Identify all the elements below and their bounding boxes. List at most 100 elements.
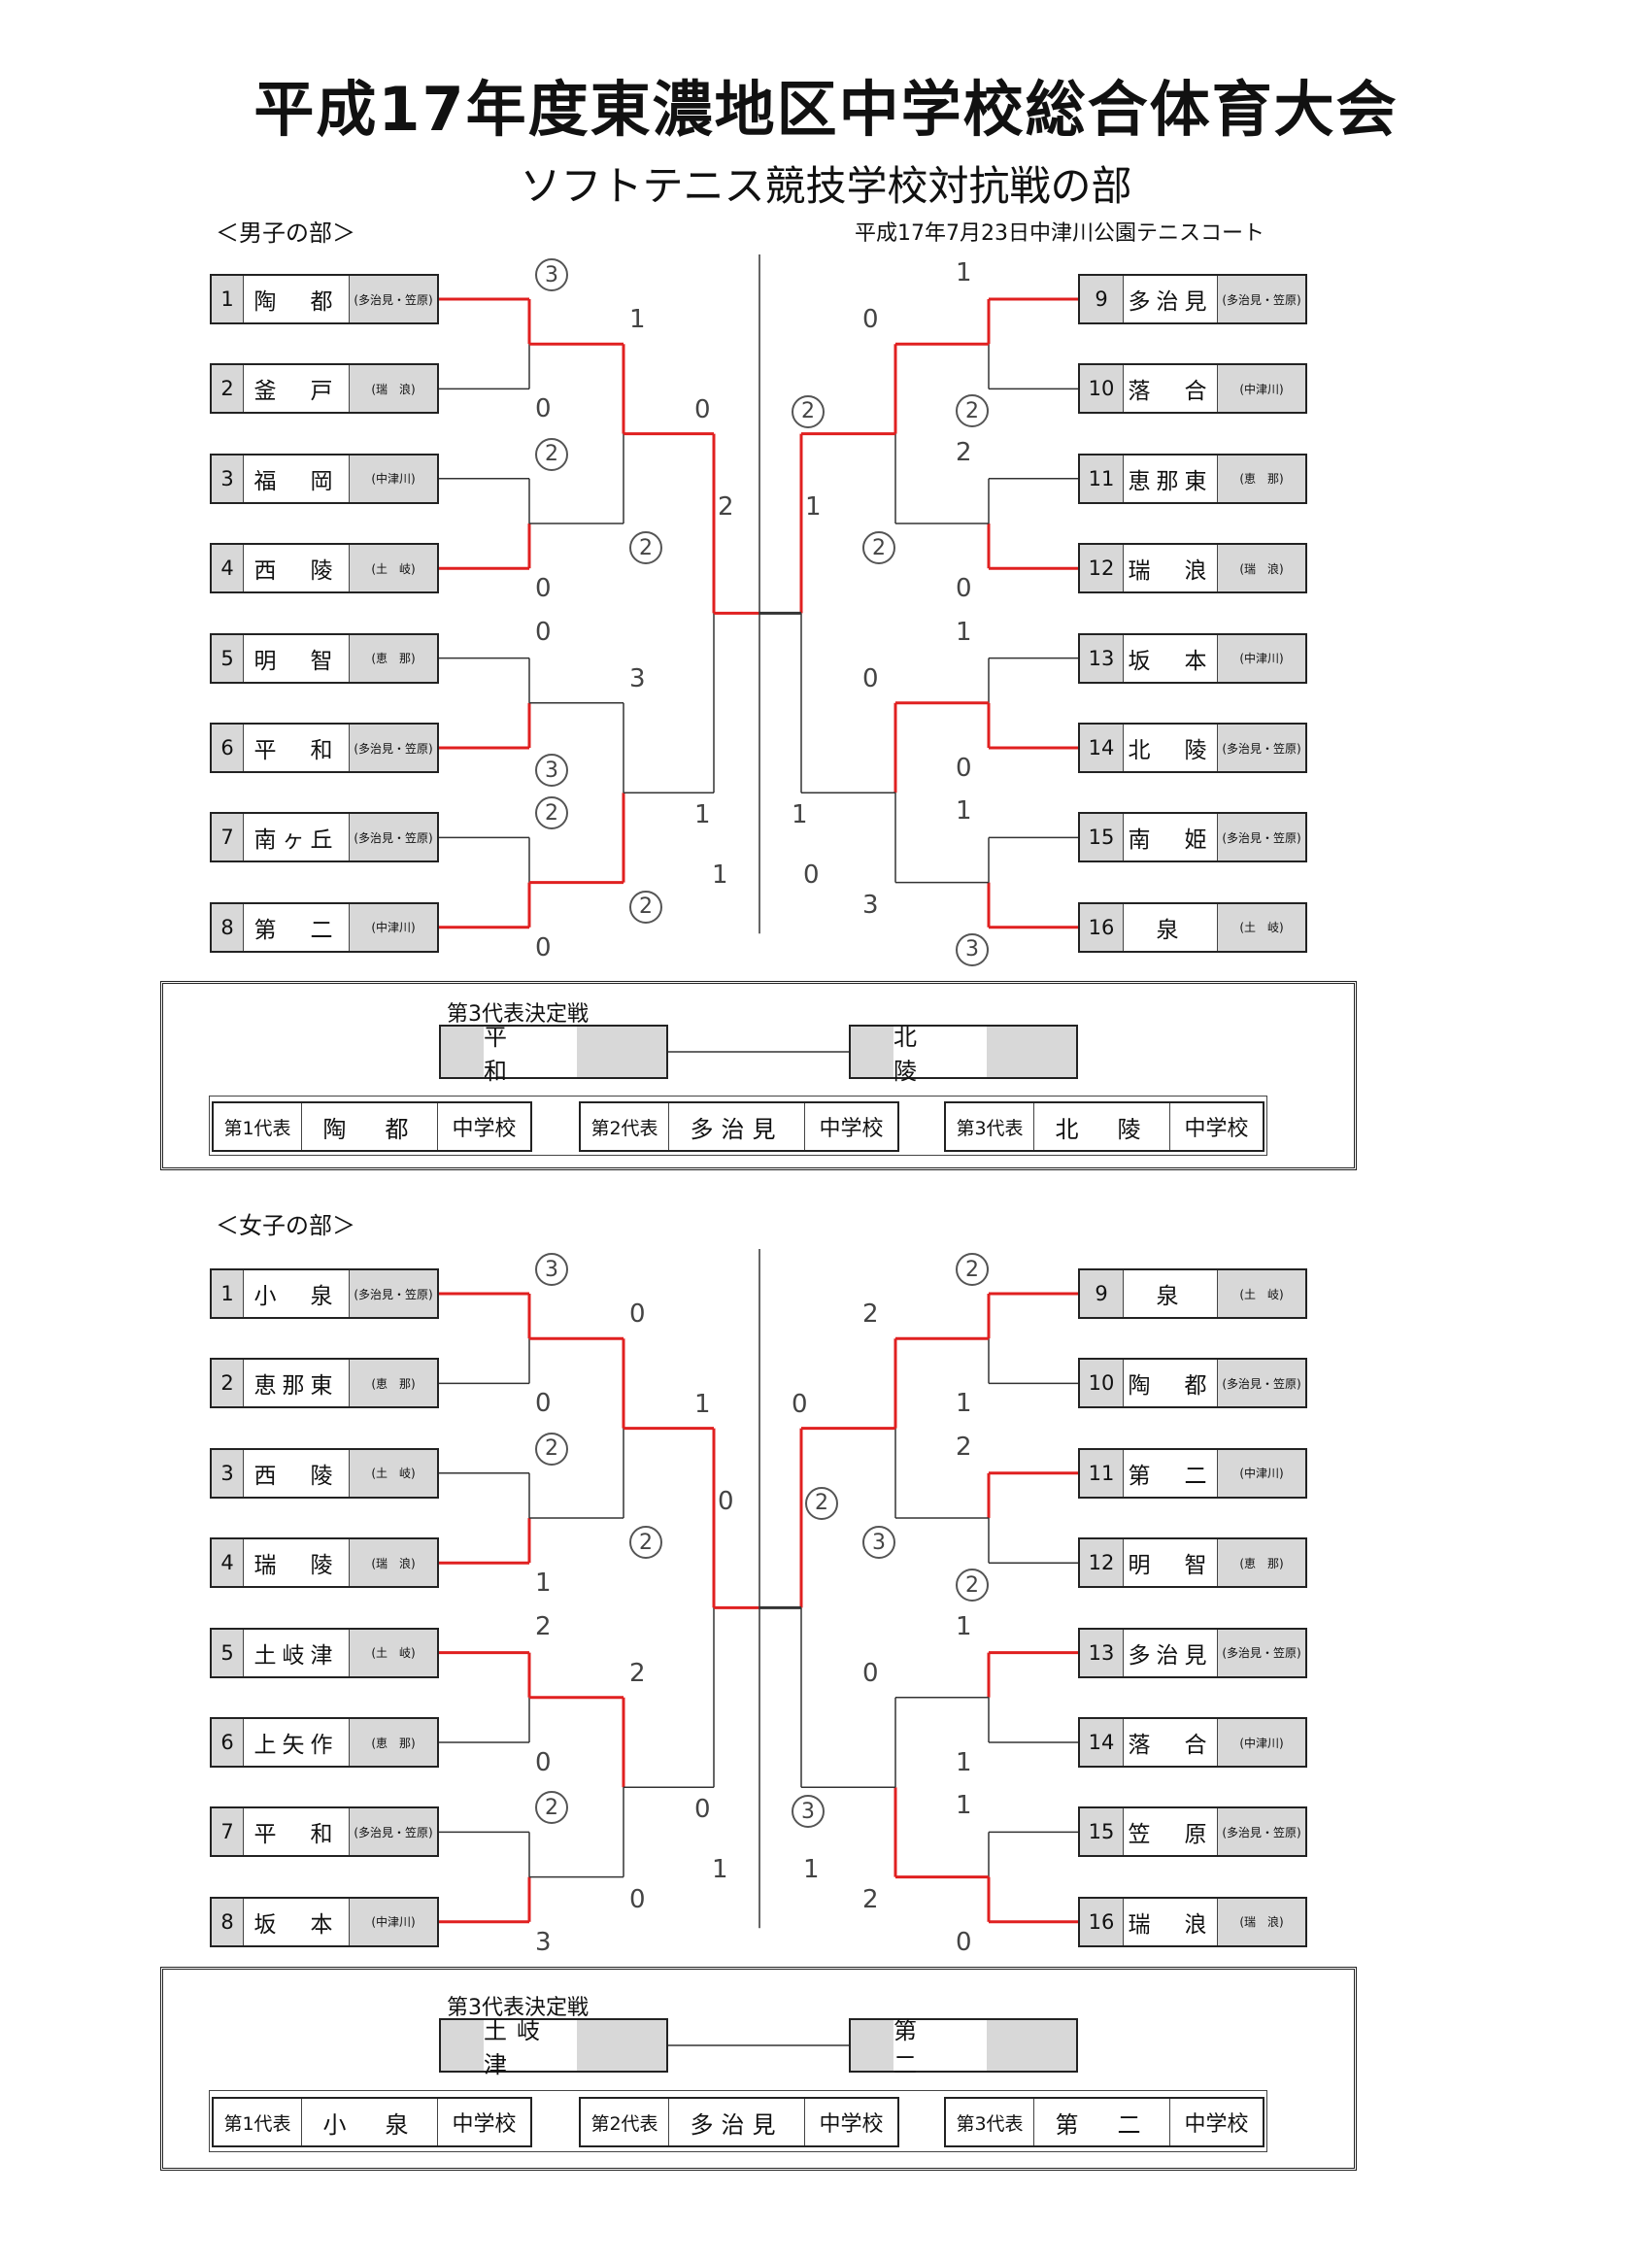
score-mark: 0 [803,861,820,891]
score-mark: 1 [629,305,646,335]
team-name: 瑞 浪 [1128,1911,1213,1938]
girls-result-box [160,1967,1357,2171]
score-mark: 0 [956,754,972,783]
score-mark: 1 [956,1611,972,1641]
score-mark: 2 [862,1299,879,1330]
score-mark: 0 [862,663,879,693]
team-number: 13 [1080,634,1124,682]
score-mark: 2 [535,1611,552,1641]
girls-playoff-right: 第 二 [849,2017,1078,2078]
team-name: 南 姫 [1128,827,1213,854]
team-name: 平 和 [253,738,339,763]
score-mark: 2 [956,1253,989,1286]
team-region: (瑞 浪) [1217,545,1305,592]
team-region: (恵 那) [349,634,437,682]
team-number: 4 [212,545,244,592]
score-mark: 0 [694,394,711,424]
team-region: (恵 那) [1217,455,1305,502]
score-mark: 2 [535,1791,568,1825]
girls-section-label: ＜女子の部＞ [216,1212,355,1239]
girls-rep-2: 第2代表多治見中学校 [579,2097,899,2147]
team-number: 6 [212,725,244,771]
team-region: (土 岐) [1217,903,1305,951]
score-mark: 3 [629,663,646,693]
score-mark: 0 [629,1299,646,1330]
score-mark: 3 [535,1927,552,1957]
team-number: 9 [1080,1270,1124,1317]
team-name: 坂 本 [1128,648,1213,674]
team-number: 8 [212,1898,244,1945]
team-name: 西 陵 [253,1463,339,1489]
boys-rep-2: 第2代表多治見中学校 [579,1101,899,1152]
team-region: (瑞 浪) [1217,1898,1305,1945]
team-number: 4 [212,1539,244,1587]
score-mark: 1 [956,1748,972,1777]
team-name: 泉 [1156,1284,1185,1309]
boys-reps-frame [209,1096,1267,1156]
score-mark: 3 [535,258,568,291]
girls-playoff-title: 第3代表決定戦 [447,1996,589,2020]
team-name: 福 岡 [253,468,339,494]
score-mark: 1 [956,796,972,827]
team-number: 11 [1080,1449,1124,1497]
team-name: 恵那東 [253,1373,339,1400]
team-number: 14 [1080,1719,1124,1766]
team-name: 平 和 [253,1822,339,1848]
score-mark: 3 [862,890,879,920]
boys-rep-3: 第3代表北 陵中学校 [944,1101,1264,1152]
team-name: 北 陵 [1128,738,1213,763]
team-number: 7 [212,814,244,861]
team-name: 多治見 [1128,1642,1213,1669]
score-mark: 1 [712,861,728,891]
team-number: 5 [212,1629,244,1676]
score-mark: 0 [535,617,552,647]
score-mark: 3 [535,1253,568,1286]
team-region: (多治見・笠原) [1217,276,1305,322]
score-mark: 0 [535,1748,552,1777]
score-mark: 1 [956,617,972,647]
team-number: 3 [212,455,244,502]
score-mark: 0 [535,574,552,604]
team-name: 落 合 [1128,1733,1213,1758]
score-mark: 1 [956,258,972,287]
score-mark: 0 [862,1658,879,1688]
team-region: (多治見・笠原) [1217,814,1305,861]
team-number: 10 [1080,365,1124,413]
boys-rep-1: 第1代表陶 都中学校 [212,1101,532,1152]
team-name: 陶 都 [253,289,339,315]
team-name: 西 陵 [253,558,339,585]
score-mark: 2 [629,1526,662,1559]
team-region: (中津川) [349,455,437,502]
score-mark: 2 [629,1658,646,1688]
team-region: (多治見・笠原) [349,1808,437,1856]
team-region: (瑞 浪) [349,365,437,413]
team-name: 土岐津 [253,1642,339,1669]
team-number: 9 [1080,276,1124,322]
team-number: 14 [1080,725,1124,771]
score-mark: 2 [862,1884,879,1914]
team-number: 7 [212,1808,244,1856]
girls-team-7: 7 平 和 (多治見・笠原) [210,1806,439,1858]
team-number: 8 [212,903,244,951]
score-mark: 2 [535,1432,568,1466]
team-region: (中津川) [1217,1449,1305,1497]
score-mark: 3 [535,754,568,787]
